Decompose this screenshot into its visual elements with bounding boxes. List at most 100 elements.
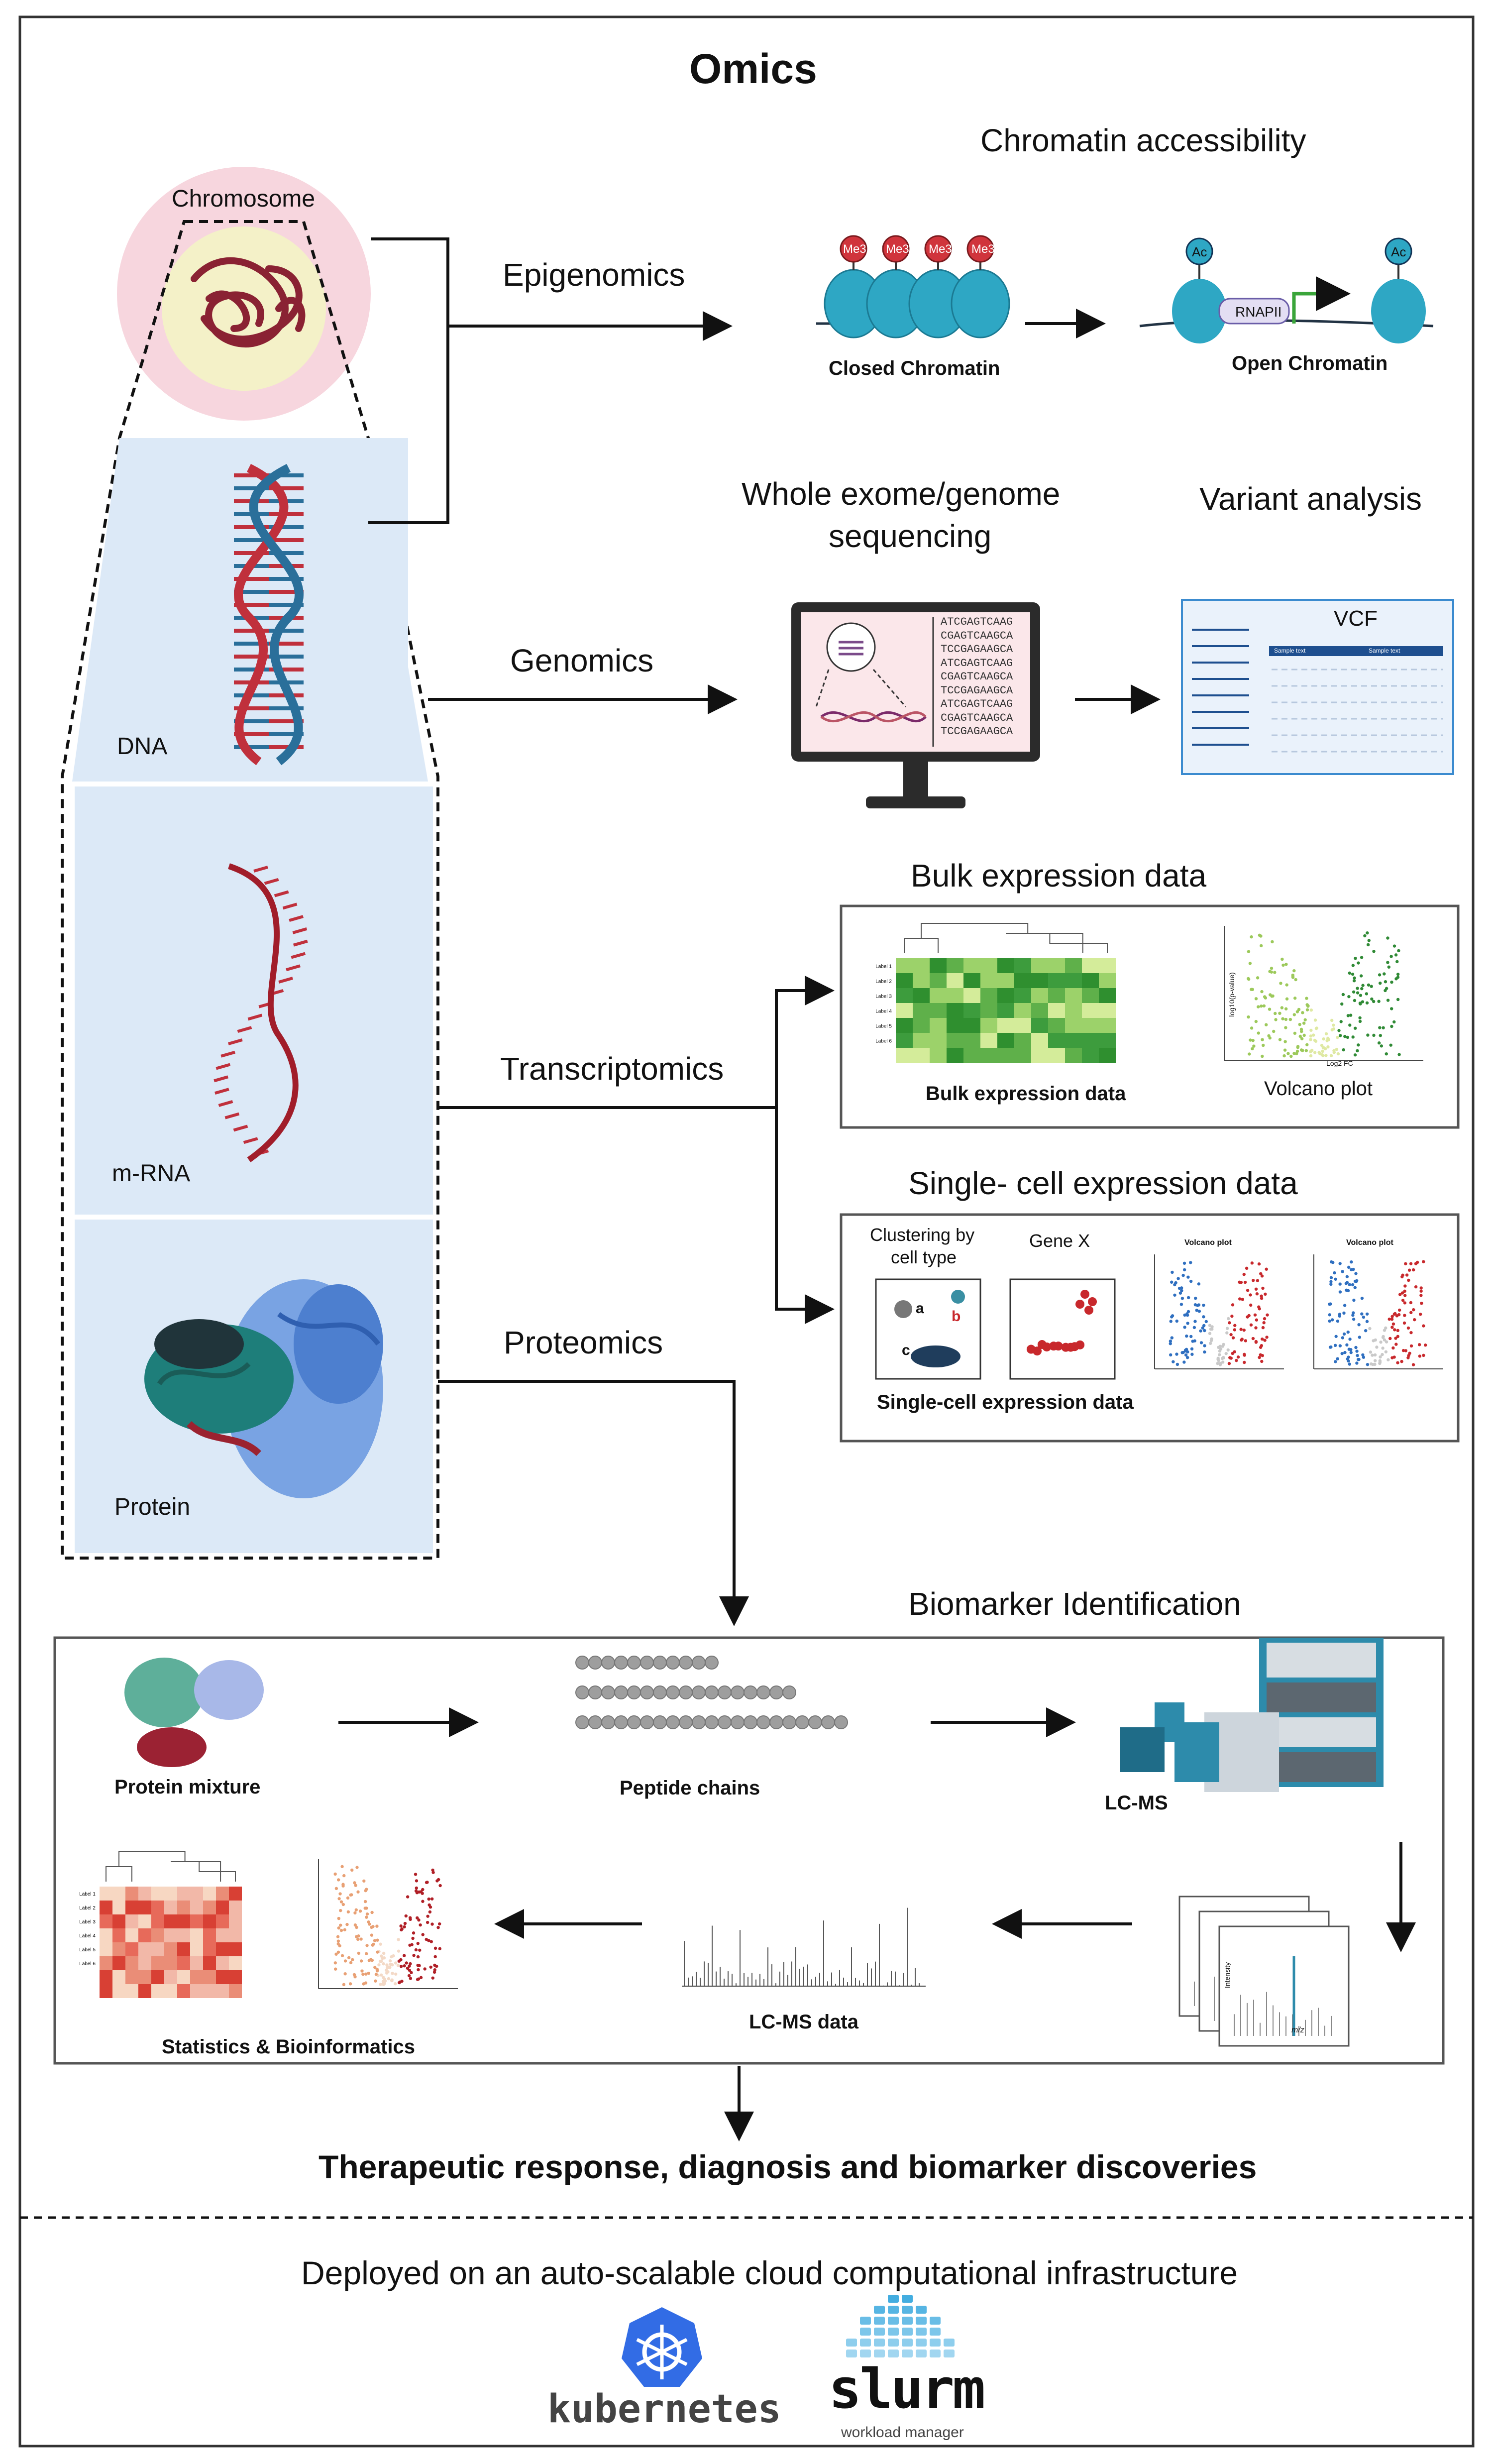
volcano-point <box>362 1879 366 1883</box>
heatmap-cell <box>930 1018 947 1033</box>
deployment-text: Deployed on an auto-scalable cloud compu… <box>301 2254 1238 2291</box>
slurm-bar <box>902 2317 913 2325</box>
volcano-point <box>431 1976 434 1980</box>
amino-acid <box>588 1685 602 1699</box>
open-chromatin-icon <box>1139 237 1434 343</box>
volcano-point <box>1281 1017 1284 1020</box>
heatmap-cell <box>947 1018 963 1033</box>
amino-acid <box>808 1715 822 1729</box>
volcano-point <box>1372 949 1376 953</box>
volcano-point <box>358 1909 362 1913</box>
volcano-point <box>338 1892 342 1896</box>
volcano-point <box>1284 1026 1287 1029</box>
amino-acid <box>705 1715 719 1729</box>
amino-acid <box>575 1715 589 1729</box>
volcano-point <box>1329 1054 1333 1057</box>
mrna-base <box>247 1013 263 1021</box>
heatmap-cell <box>913 988 930 1003</box>
slurm-bar <box>874 2328 885 2336</box>
heatmap-cell <box>164 1901 177 1914</box>
volcano-point <box>1366 943 1370 947</box>
volcano-point <box>1173 1283 1176 1287</box>
volcano-point <box>1274 1011 1277 1015</box>
nucleosome <box>951 269 1010 338</box>
volcano-point <box>1189 1335 1193 1339</box>
volcano-point <box>403 1925 406 1929</box>
volcano-point <box>1338 1034 1342 1037</box>
volcano-point <box>343 1959 347 1963</box>
volcano-point <box>1263 1317 1267 1321</box>
volcano-point <box>374 1973 378 1976</box>
volcano-point <box>1271 940 1274 944</box>
heatmap-cell <box>125 1928 138 1942</box>
heatmap-cell <box>963 1048 980 1063</box>
heatmap-cell <box>1065 958 1082 973</box>
volcano-point <box>1249 1038 1252 1042</box>
heatmap-cell <box>138 1914 151 1928</box>
volcano-point <box>431 1868 434 1872</box>
volcano-point <box>1226 1348 1230 1352</box>
vcf-title: VCF <box>1334 606 1378 631</box>
volcano-point <box>1386 999 1390 1002</box>
volcano-point <box>340 1865 344 1869</box>
volcano-point <box>374 1979 377 1983</box>
volcano-point <box>433 1955 437 1959</box>
volcano-point <box>1371 1353 1374 1357</box>
volcano-point <box>1179 1303 1183 1306</box>
volcano-point <box>429 1940 433 1943</box>
mrna-base <box>289 915 304 922</box>
volcano-point <box>1358 1019 1362 1023</box>
mrna-panel <box>75 786 433 1215</box>
volcano-point <box>1170 1315 1173 1319</box>
mrna-base <box>233 1124 248 1132</box>
volcano-point <box>1419 1286 1423 1290</box>
volcano-point <box>1362 1355 1366 1359</box>
volcano-point <box>1363 934 1367 938</box>
volcano-point <box>436 1925 440 1929</box>
volcano-point <box>1303 1018 1307 1021</box>
amino-acid <box>782 1685 796 1699</box>
volcano-point <box>414 1873 418 1876</box>
volcano-point <box>336 1950 340 1954</box>
stats-volcano-plot <box>318 1859 458 1989</box>
volcano-point <box>1202 1324 1206 1328</box>
mrna-base <box>274 890 289 897</box>
volcano-point <box>394 1972 398 1976</box>
lcms-data-chart <box>682 1907 926 1987</box>
volcano-point <box>1193 1303 1197 1307</box>
volcano-point <box>1201 1326 1204 1330</box>
epigenomics-connector <box>368 237 733 524</box>
volcano-point <box>1243 1352 1246 1356</box>
volcano-point <box>1390 1315 1394 1318</box>
volcano-point <box>1353 1026 1357 1030</box>
volcano-point <box>403 1921 407 1925</box>
volcano-point <box>1248 962 1252 965</box>
heatmap-cell <box>1014 1003 1031 1018</box>
volcano-point <box>1381 1346 1385 1350</box>
volcano-point <box>1192 1326 1196 1330</box>
volcano-point <box>1218 1349 1222 1353</box>
amino-acid <box>627 1656 641 1670</box>
heatmap-cell <box>177 1914 190 1928</box>
volcano-point <box>1354 957 1357 960</box>
open-chromatin-caption: Open Chromatin <box>1232 352 1388 374</box>
volcano-point <box>1396 1361 1399 1364</box>
mrna-base <box>253 866 268 873</box>
amino-acid <box>769 1685 783 1699</box>
volcano-point <box>1298 1034 1302 1038</box>
volcano-point <box>1372 1000 1376 1004</box>
slurm-bar <box>944 2339 955 2347</box>
volcano-point <box>419 1976 423 1979</box>
amino-acid <box>692 1685 706 1699</box>
heatmap-cell <box>229 1956 242 1970</box>
volcano-point <box>1302 1033 1306 1037</box>
volcano-point <box>1362 1315 1366 1319</box>
volcano-point <box>1251 988 1255 991</box>
volcano-point <box>1348 1362 1351 1366</box>
volcano-point <box>428 1910 432 1914</box>
volcano-point <box>1261 1354 1264 1357</box>
amino-acid <box>834 1715 848 1729</box>
heatmap-cell <box>138 1984 151 1998</box>
me3-label-1: Me3 <box>843 242 866 256</box>
heatmap-cell <box>896 1033 913 1048</box>
